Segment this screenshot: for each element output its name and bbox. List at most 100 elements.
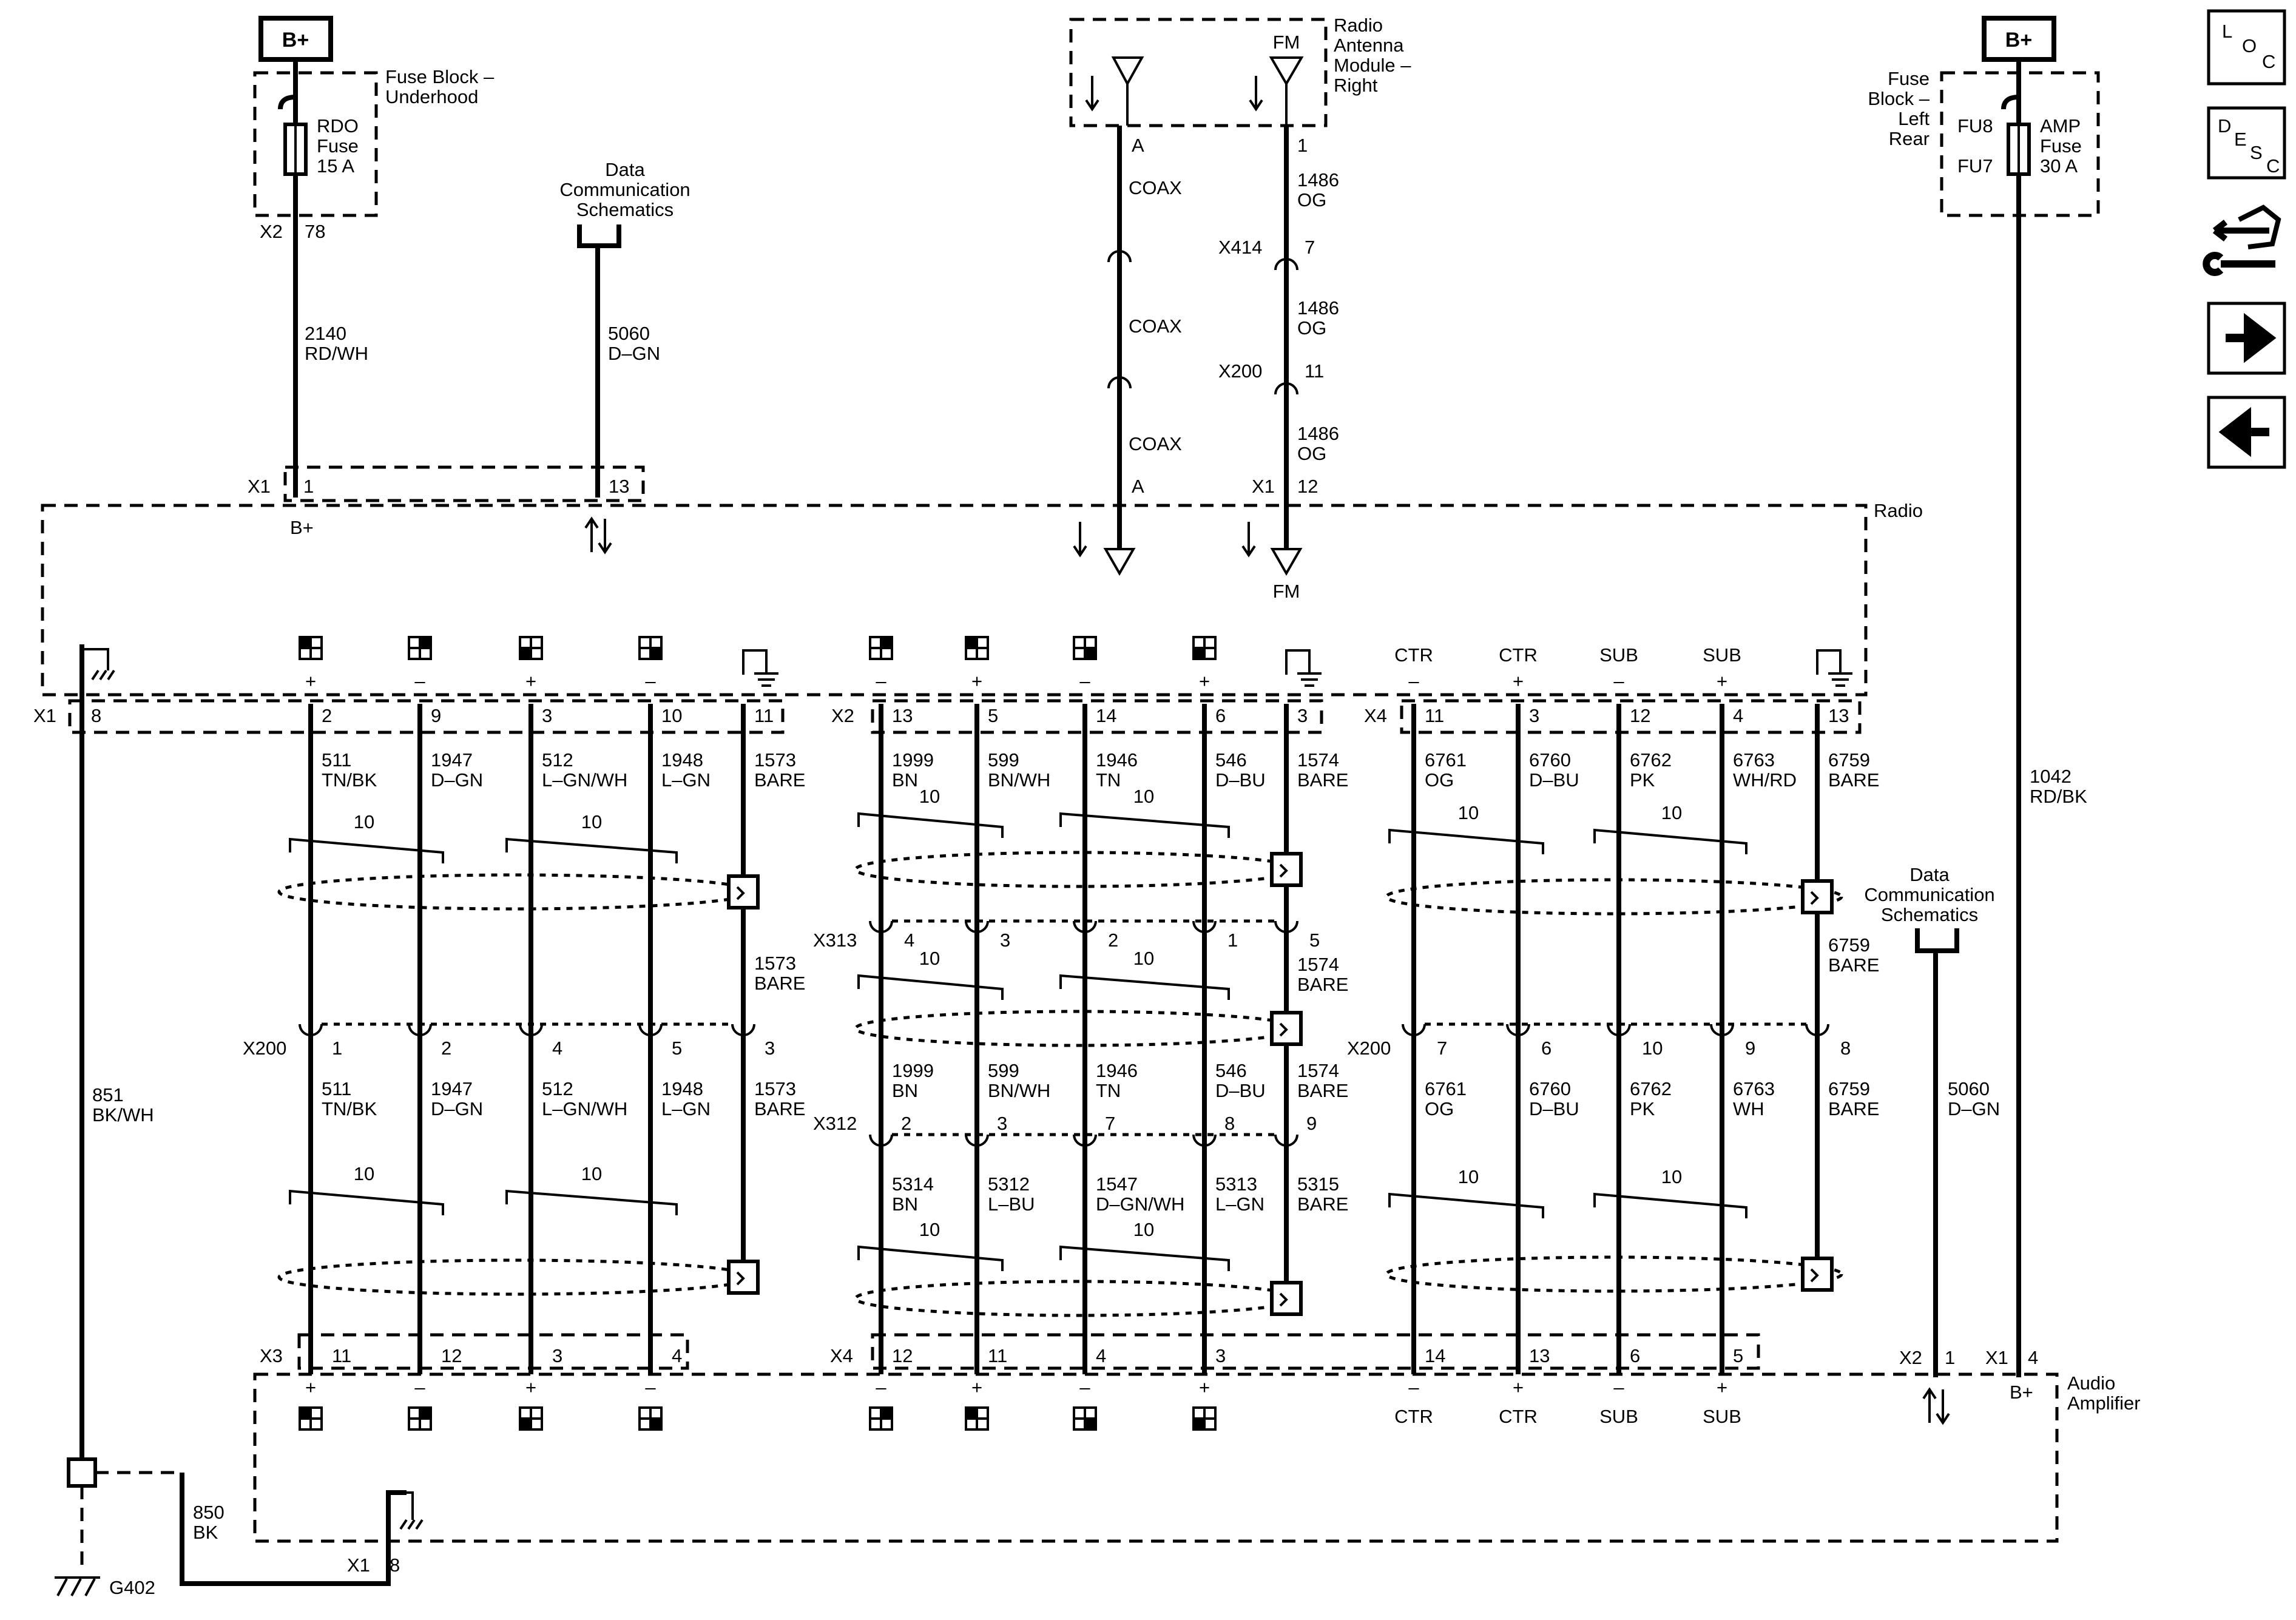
grpA-lower-num-1: 511 [322, 1078, 351, 1099]
data-comm-amp-label-3: Schematics [1881, 904, 1978, 925]
amp-x3-connector [297, 1333, 689, 1370]
grpC-radio-sign-1: – [1408, 670, 1419, 692]
radio-x1-pin-12: 12 [1297, 476, 1318, 497]
bplus-label-left: B+ [282, 29, 309, 52]
grpA-lower-color-2: D–GN [431, 1098, 483, 1119]
grpC-shield-upper-ellipse [1385, 878, 1843, 916]
radio-x1-pin-1: 1 [303, 476, 314, 497]
grpB-x313-cup-2 [965, 920, 989, 933]
grpB-x312-cup-4 [1192, 1134, 1217, 1147]
data-comm-top-label-3: Schematics [576, 199, 674, 220]
grpA-lower-color-3: L–GN/WH [542, 1098, 627, 1119]
grpB-lower-num-2: 599 [988, 1060, 1019, 1081]
wire-1486-num-3: 1486 [1297, 423, 1339, 444]
grpC-amp-sign-2: + [1513, 1377, 1524, 1398]
fuse-block-left-rear-label-3: Left [1898, 108, 1930, 129]
wire-2140-num: 2140 [305, 323, 346, 344]
grpB-x313-cup-3 [1073, 920, 1097, 933]
grpA-mid-num: 1573 [754, 953, 796, 974]
fm-antenna-label: FM [1273, 32, 1300, 53]
grpC-upper-color-5: BARE [1828, 769, 1879, 791]
grpA-speaker-icon-2-fill [420, 638, 430, 648]
grpC-x200-pin-3: 10 [1642, 1038, 1663, 1059]
antenna-module-label-3: Module – [1334, 55, 1411, 76]
coax-label-3: COAX [1129, 433, 1182, 454]
grpC-lower-color-2: D–BU [1529, 1098, 1579, 1119]
grpA-radio-sign-4: – [645, 670, 656, 692]
x313-label: X313 [813, 930, 857, 951]
connector-wrench-button[interactable] [2203, 200, 2284, 282]
radio-x1-top-connector [283, 465, 645, 502]
grpB-x313-pin-5: 5 [1309, 930, 1320, 951]
grpA-upper-color-5: BARE [754, 769, 805, 791]
grpC-x200-pin-4: 9 [1745, 1038, 1755, 1059]
grpC-upper-color-1: OG [1425, 769, 1454, 791]
grpA-x200-pin-5: 3 [765, 1038, 775, 1059]
grpA-shield-upper-ellipse [277, 873, 754, 911]
grpC-radio-sign-3: – [1613, 670, 1624, 692]
grpC-x200-pin-2: 6 [1541, 1038, 1551, 1059]
x200-fm-label: X200 [1218, 360, 1262, 382]
grpC-twist-1 [1388, 828, 1544, 854]
grpB-upper-num-1: 1999 [892, 749, 934, 771]
grpB-x313-cup-4 [1192, 920, 1217, 933]
grpB-lower-color-3: TN [1096, 1080, 1121, 1101]
grpA-upper-color-3: L–GN/WH [542, 769, 627, 791]
grpB-x312-pin-3: 7 [1105, 1113, 1115, 1134]
grpB-mid-num: 1574 [1297, 954, 1339, 975]
radio-x4-connector [1400, 699, 1862, 734]
grpA-lower-num-5: 1573 [754, 1078, 796, 1099]
bplus-label-right: B+ [2005, 29, 2032, 52]
g402-ground-symbol [55, 1576, 100, 1596]
grpA-amp-speaker-icon-3-fill [521, 1419, 531, 1428]
grpA-upper-color-1: TN/BK [322, 769, 377, 791]
loc-button[interactable]: L O C [2207, 9, 2286, 86]
coax-label-1: COAX [1129, 177, 1182, 198]
grpB-speaker-icon-4-fill [1195, 648, 1204, 658]
next-button[interactable] [2207, 302, 2286, 375]
grpB-speaker-icon-1-fill [881, 638, 891, 648]
grpC-shield-upper-drain-arrow [1810, 891, 1819, 905]
grpC-lower-color-3: PK [1630, 1098, 1655, 1119]
grpA-mid-color: BARE [754, 973, 805, 994]
radio-am-signal-arrow [1073, 522, 1087, 558]
grpC-radio-pin-3: 12 [1630, 705, 1650, 726]
fuse-block-underhood-label-2: Underhood [385, 86, 478, 107]
wire-5060-top-color: D–GN [608, 343, 660, 364]
grpC-amp-channel-4: SUB [1703, 1406, 1741, 1427]
grpB-amp-sign-4: + [1199, 1377, 1210, 1398]
grpA-x200-pin-1: 1 [332, 1038, 342, 1059]
grpA-twist-num-2: 10 [581, 811, 602, 832]
grpA-amp-sign-1: + [305, 1377, 316, 1398]
grpA-radio-sign-3: + [525, 670, 536, 692]
grpB-radio-pin-5: 3 [1297, 705, 1308, 726]
grpC-lower-color-4: WH [1733, 1098, 1764, 1119]
grpB-lower-num-1: 1999 [892, 1060, 934, 1081]
wire-2140-color: RD/WH [305, 343, 368, 364]
grpB-shield-1-ellipse [854, 851, 1300, 888]
arrow-right-icon [2226, 312, 2277, 363]
desc-button[interactable]: D E S C [2207, 106, 2286, 180]
grpB-shield-1-drain-arrow [1279, 863, 1288, 878]
grpC-twist-num-4: 10 [1661, 1166, 1682, 1187]
grpA-radio-sign-2: – [414, 670, 425, 692]
grpC-shield-lower-drain-arrow [1810, 1268, 1819, 1283]
grpA-amp-sign-3: + [525, 1377, 536, 1398]
grpB-x312-pin-4: 8 [1224, 1113, 1235, 1134]
previous-button[interactable] [2207, 396, 2286, 469]
data-comm-top-label-2: Communication [559, 179, 690, 200]
grpC-x200-pin-1: 7 [1437, 1038, 1447, 1059]
x200-left-label: X200 [243, 1038, 286, 1059]
grpC-upper-num-3: 6762 [1630, 749, 1672, 771]
grpB-twist-num-2: 10 [1133, 786, 1154, 807]
grpA-amp-pin-4: 4 [672, 1345, 682, 1366]
grpA-x200-cup-3 [519, 1024, 543, 1036]
loc-letter-l: L [2222, 21, 2232, 42]
grpB-x312-cup-5 [1274, 1134, 1298, 1147]
grpB-x313-pin-1: 4 [904, 930, 914, 951]
grpA-radio-pin-5: 11 [754, 705, 774, 726]
wire-1486-color-2: OG [1297, 317, 1326, 339]
grpA-twist-1 [289, 837, 444, 863]
grpA-twist-4 [505, 1189, 678, 1215]
